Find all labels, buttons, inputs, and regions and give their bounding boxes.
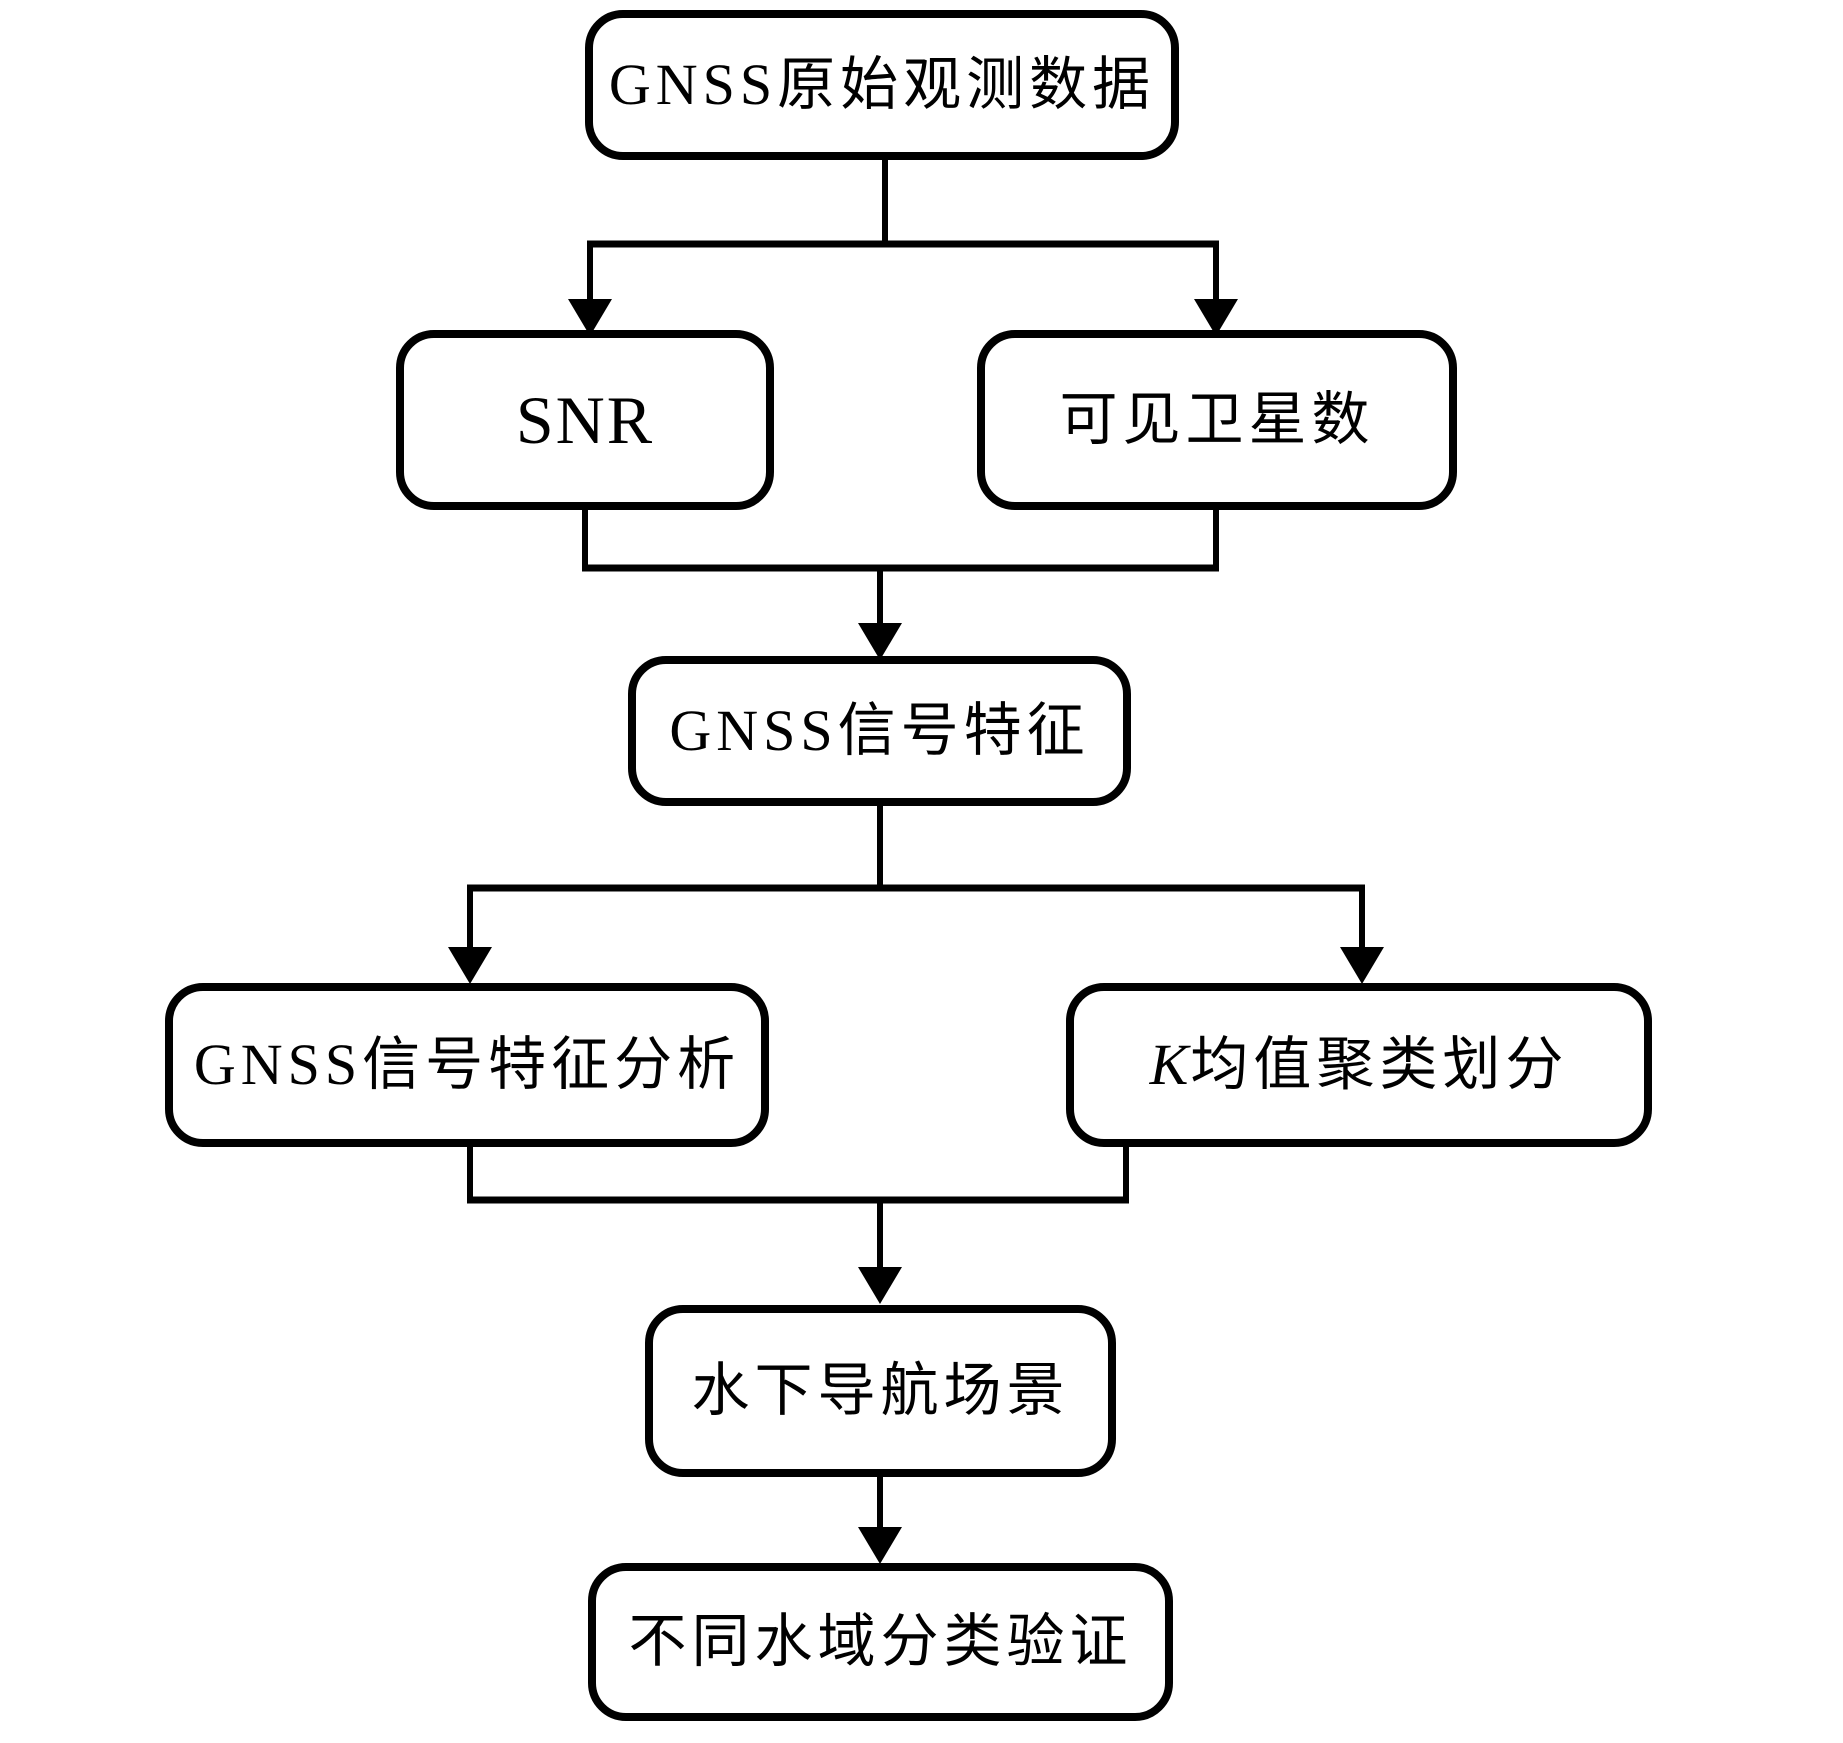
arrowhead [858,1527,902,1564]
arrowhead [568,299,612,336]
node-label: 不同水域分类验证 [628,1609,1133,1675]
arrowhead [1194,299,1238,336]
node-water-area-classification-verification: 不同水域分类验证 [588,1563,1173,1721]
node-gnss-signal-feature: GNSS信号特征 [628,656,1131,806]
node-label: SNR [515,381,655,458]
node-gnss-signal-feature-analysis: GNSS信号特征分析 [165,983,769,1147]
arrowhead [858,623,902,660]
node-snr: SNR [396,330,774,510]
arrowhead [448,947,492,984]
edge-snr-satellites-to-feature [582,505,1219,660]
node-label: 水下导航场景 [691,1358,1070,1424]
edge-raw-to-snr-and-satellites [568,156,1238,336]
edge-analysis-kmeans-to-scene [467,1142,1129,1304]
node-label: GNSS信号特征分析 [193,1032,741,1098]
node-gnss-raw-data: GNSS原始观测数据 [585,10,1179,160]
node-label: 均值聚类划分 [1190,1032,1569,1098]
arrowhead [858,1267,902,1304]
node-underwater-navigation-scene: 水下导航场景 [645,1305,1116,1477]
node-label: GNSS信号特征 [669,698,1090,764]
node-label-italic-k: K [1149,1032,1191,1098]
arrowhead [1340,947,1384,984]
edge-scene-to-verification [858,1472,902,1564]
edge-feature-to-analysis-and-kmeans [448,801,1384,984]
node-label: GNSS原始观测数据 [608,52,1156,118]
node-visible-satellite-count: 可见卫星数 [977,330,1457,510]
node-label: 可见卫星数 [1059,387,1375,453]
